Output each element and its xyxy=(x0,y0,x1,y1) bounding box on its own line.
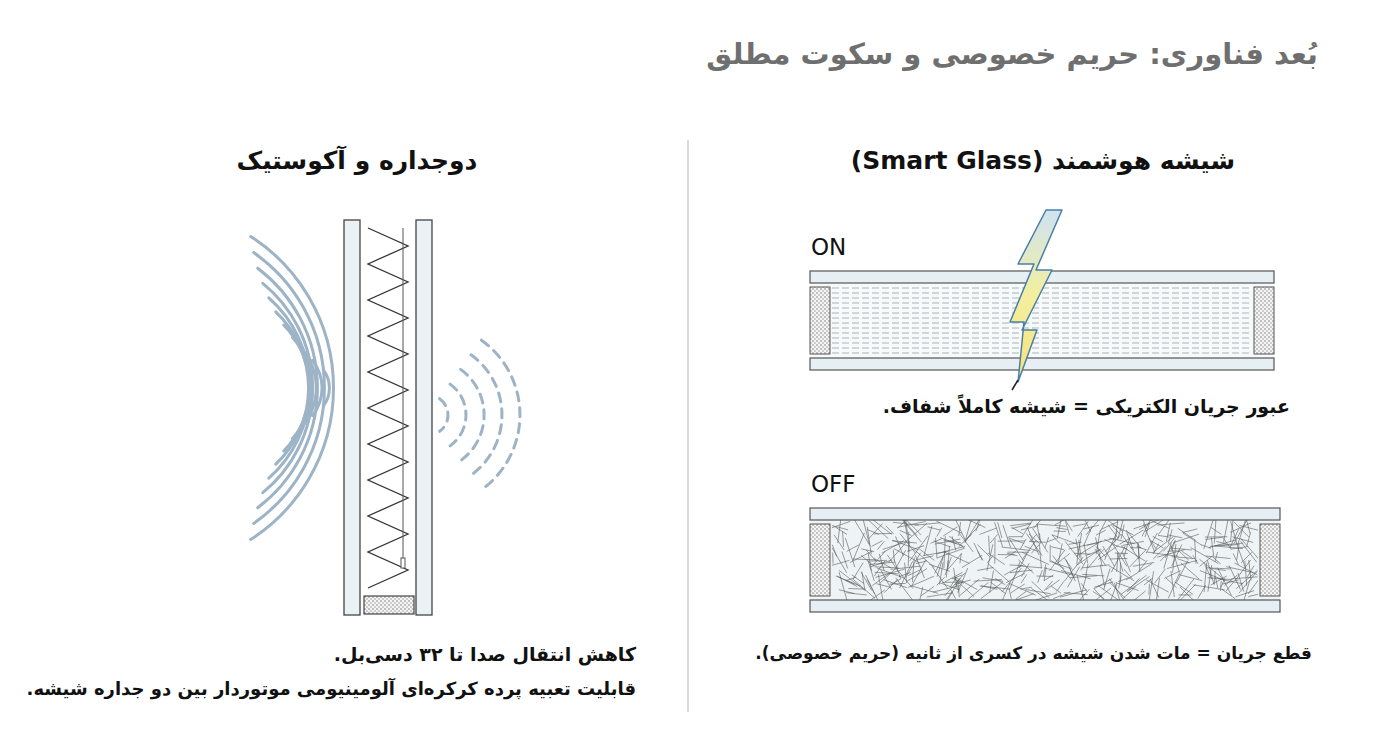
state-label: ON xyxy=(811,233,846,263)
smart-glass-off xyxy=(810,508,1280,612)
caption: عبور جریان الکتریکی = شیشه کاملاً شفاف. xyxy=(883,394,1290,419)
double-glazing xyxy=(344,220,432,615)
page-title: بُعد فناوری: حریم خصوصی و سکوت مطلق xyxy=(706,36,1318,74)
sound-waves xyxy=(251,237,334,540)
leader-line xyxy=(1012,380,1018,390)
state-label: OFF xyxy=(811,470,856,500)
caption: کاهش انتقال صدا تا ۳۲ دسی‌بل. xyxy=(334,642,636,667)
caption: قطع جریان = مات شدن شیشه در کسری از ثانی… xyxy=(755,642,1312,664)
section-heading: دوجداره و آکوستیک xyxy=(237,145,478,178)
reduced-sound-waves xyxy=(440,340,520,490)
lightning-bolt xyxy=(1010,210,1062,382)
section-heading: شیشه هوشمند (Smart Glass) xyxy=(851,145,1235,178)
caption: قابلیت تعبیه پرده کرکره‌ای آلومینیومی مو… xyxy=(27,677,636,700)
divider xyxy=(687,140,689,712)
